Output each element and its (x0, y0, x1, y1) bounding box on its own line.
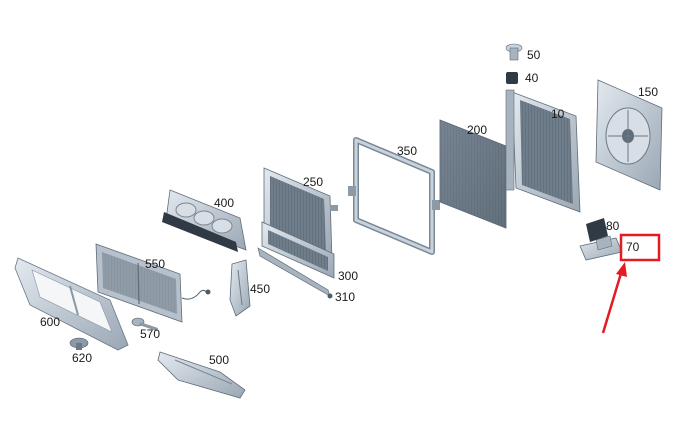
callout-150: 150 (638, 85, 658, 99)
part-70-bracket (579, 235, 623, 261)
callout-70: 70 (626, 240, 640, 254)
callout-450: 450 (250, 282, 270, 296)
highlight-box (619, 233, 661, 262)
part-570-bolt (131, 317, 158, 331)
part-150-fan-shroud (595, 79, 663, 191)
callout-400: 400 (214, 196, 234, 210)
highlight-arrowhead (616, 262, 627, 277)
part-620-clip (69, 337, 89, 350)
callout-500: 500 (209, 353, 229, 367)
callout-50: 50 (527, 48, 541, 62)
callout-80: 80 (606, 219, 620, 233)
callout-250: 250 (303, 175, 323, 189)
part-600-grille-frame (14, 257, 129, 351)
part-500-lower-guide (157, 351, 246, 399)
callout-300: 300 (338, 269, 358, 283)
part-350-radiator-frame (348, 137, 440, 255)
part-80-bracket (586, 218, 608, 242)
callout-310: 310 (335, 290, 355, 304)
callout-550: 550 (145, 257, 165, 271)
highlight-arrow (601, 269, 624, 334)
part-40-cap (506, 72, 518, 84)
callout-620: 620 (72, 351, 92, 365)
callout-200: 200 (467, 123, 487, 137)
part-300-lower-cooler (261, 221, 335, 279)
callout-10: 10 (551, 107, 565, 121)
callout-570: 570 (140, 327, 160, 341)
callout-600: 600 (40, 315, 60, 329)
part-400-air-duct (162, 189, 247, 252)
part-450-side-guide (229, 259, 251, 317)
part-200-condenser (439, 119, 507, 229)
callout-40: 40 (525, 71, 539, 85)
part-50-filler-cap (505, 43, 523, 61)
callout-350: 350 (397, 144, 417, 158)
part-310-line (257, 247, 333, 299)
part-10-radiator (505, 89, 581, 213)
part-550-air-shutter (95, 243, 211, 323)
